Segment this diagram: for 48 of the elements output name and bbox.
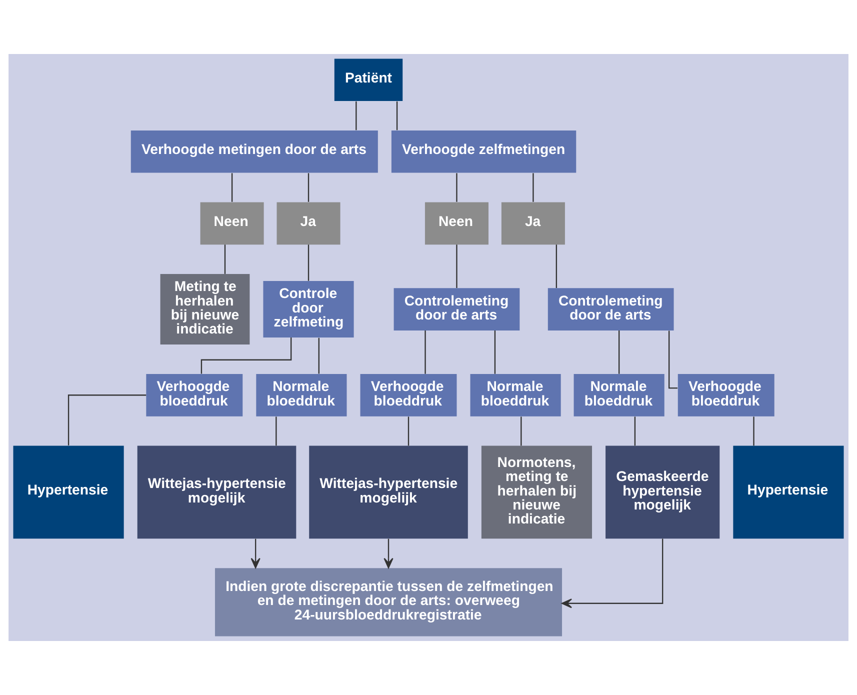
connector <box>308 244 310 281</box>
node-box: Verhoogde bloeddruk <box>360 374 457 416</box>
node-box: Hypertensie <box>13 446 124 539</box>
node-box: Patiënt <box>334 58 403 102</box>
connector <box>356 101 357 130</box>
node-box: Controlemeting door de arts <box>394 288 520 330</box>
arrow <box>562 538 664 608</box>
connector <box>396 101 398 130</box>
node-box: Controlemeting door de arts <box>548 288 674 330</box>
node-box: Controle door zelfmeting <box>263 281 354 338</box>
connector <box>231 173 233 202</box>
connector <box>556 244 558 288</box>
connector <box>520 416 522 446</box>
node-box: Neen <box>424 202 488 245</box>
node-box: Normale bloeddruk <box>470 374 561 416</box>
node-box: Ja <box>276 202 340 245</box>
node-box: Verhoogde bloeddruk <box>678 374 774 416</box>
node-box: Gemaskeerde hypertensie mogelijk <box>606 446 720 539</box>
node-box: Verhoogde bloeddruk <box>146 374 243 416</box>
connector <box>494 330 496 374</box>
node-box: Indien grote discrepantie tussen de zelfmetingen en de metingen door de arts: overweeg 24-uursbloeddrukregistratie <box>215 568 562 636</box>
connector <box>618 330 620 374</box>
node-box: Normale bloeddruk <box>574 374 664 416</box>
node-box: Wittejas-hypertensie mogelijk <box>309 446 468 539</box>
node-box: Hypertensie <box>733 446 844 539</box>
arrow <box>250 538 260 568</box>
node-box: Neen <box>200 202 264 245</box>
connector <box>668 330 678 389</box>
connector <box>456 173 458 202</box>
connector <box>224 244 226 274</box>
connector <box>68 394 146 446</box>
arrow <box>384 538 394 568</box>
connector <box>634 416 636 446</box>
connector <box>408 416 410 446</box>
connector <box>532 173 534 202</box>
node-box: Verhoogde metingen door de arts <box>130 130 378 173</box>
connector <box>308 173 310 202</box>
connector <box>318 338 320 374</box>
node-box: Meting te herhalen bij nieuwe indicatie <box>160 274 250 345</box>
node-box: Normotens, meting te herhalen bij nieuwe indicatie <box>481 446 592 539</box>
connector <box>456 244 458 288</box>
node-box: Normale bloeddruk <box>256 374 347 416</box>
node-box: Ja <box>501 202 565 245</box>
connector <box>753 416 754 446</box>
connector <box>424 330 426 374</box>
node-box: Verhoogde zelfmetingen <box>391 130 576 173</box>
connector <box>276 416 277 446</box>
node-box: Wittejas-hypertensie mogelijk <box>137 446 296 539</box>
